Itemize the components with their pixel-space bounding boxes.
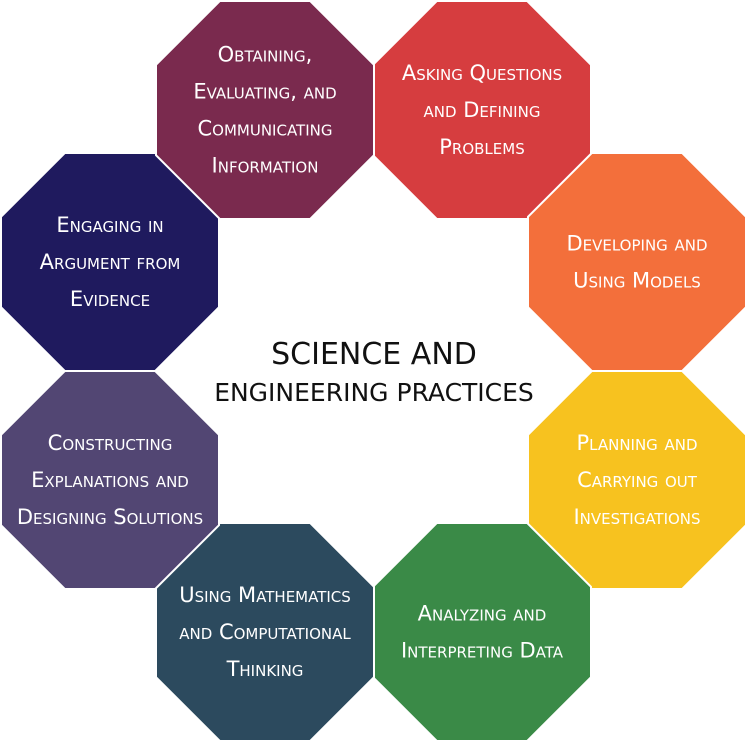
label-constructing-explanations-line-2: Explanations and xyxy=(31,468,189,492)
label-asking-questions-line-3: Problems xyxy=(439,135,524,159)
label-constructing-explanations-line-1: Constructing xyxy=(48,431,173,455)
label-asking-questions-line-1: Asking Questions xyxy=(402,61,562,85)
label-developing-models-line-2: Using Models xyxy=(573,269,701,293)
label-math-computational-line-2: and Computational xyxy=(179,620,351,644)
label-analyzing-data-line-2: Interpreting Data xyxy=(401,639,564,663)
octagon-analyzing-data xyxy=(372,522,592,742)
label-math-computational-line-3: Thinking xyxy=(226,657,304,681)
practice-math-computational: Using Mathematics and ComputationalThinki… xyxy=(155,522,375,742)
label-obtaining-information-line-1: Obtaining, xyxy=(218,43,313,67)
label-obtaining-information-line-4: Information xyxy=(212,154,319,178)
label-constructing-explanations-line-3: Designing Solutions xyxy=(17,505,203,529)
octagon-obtaining-information xyxy=(155,0,375,220)
label-obtaining-information-line-3: Communicating xyxy=(198,117,333,141)
label-planning-investigations-line-2: Carrying out xyxy=(577,468,698,492)
label-analyzing-data-line-1: Analyzing and xyxy=(418,602,547,626)
practice-obtaining-information: Obtaining, Evaluating, andCommunicatingIn… xyxy=(155,0,375,220)
center-title-line2: ENGINEERING PRACTICES xyxy=(214,378,534,407)
label-engaging-argument-line-2: Argument from xyxy=(40,250,181,274)
center-title: SCIENCE AND ENGINEERING PRACTICES xyxy=(214,337,534,407)
label-obtaining-information-line-2: Evaluating, and xyxy=(193,80,336,104)
label-planning-investigations-line-1: Planning and xyxy=(576,431,697,455)
center-title-line1: SCIENCE AND xyxy=(271,337,477,372)
label-asking-questions-line-2: and Defining xyxy=(424,98,541,122)
label-engaging-argument-line-1: Engaging in xyxy=(56,213,163,237)
octagon-planning-investigations xyxy=(527,370,747,590)
octagon-developing-models xyxy=(527,152,747,372)
label-engaging-argument-line-3: Evidence xyxy=(70,287,150,311)
octagon-constructing-explanations xyxy=(0,370,220,590)
label-math-computational-line-1: Using Mathematics xyxy=(179,583,351,607)
label-developing-models-line-1: Developing and xyxy=(566,232,707,256)
label-planning-investigations-line-3: Investigations xyxy=(573,505,700,529)
